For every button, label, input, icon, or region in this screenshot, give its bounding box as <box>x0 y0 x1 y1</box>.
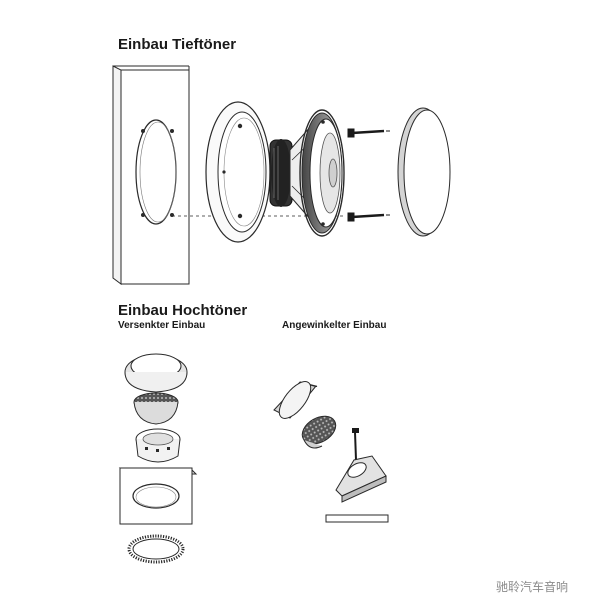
panel-screw-holes <box>141 129 174 217</box>
woofer-speaker <box>269 109 345 237</box>
tweeter-dome <box>133 392 179 425</box>
angled-bracket <box>335 455 387 503</box>
mounting-ring <box>205 101 271 243</box>
woofer-grille-cover <box>397 107 451 237</box>
heading-tweeter-install: Einbau Hochtöner <box>118 302 248 319</box>
heading-angled-mount: Angewinkelter Einbau <box>282 320 387 331</box>
angled-cover <box>273 381 318 419</box>
watermark-text: 驰聆汽车音响 <box>496 580 569 594</box>
angled-screw <box>352 428 359 461</box>
tweeter-clip-ring <box>127 534 185 564</box>
woofer-screws <box>347 128 390 222</box>
tweeter-trim-ring <box>124 353 188 393</box>
tweeter-cup <box>135 428 181 463</box>
heading-flush-mount: Versenkter Einbau <box>118 320 206 331</box>
heading-woofer-install: Einbau Tieftöner <box>118 36 237 53</box>
tweeter-mount-panel <box>118 467 198 525</box>
door-panel <box>112 65 190 285</box>
angled-base-plate <box>325 514 389 523</box>
angled-tweeter-dome <box>301 415 337 449</box>
